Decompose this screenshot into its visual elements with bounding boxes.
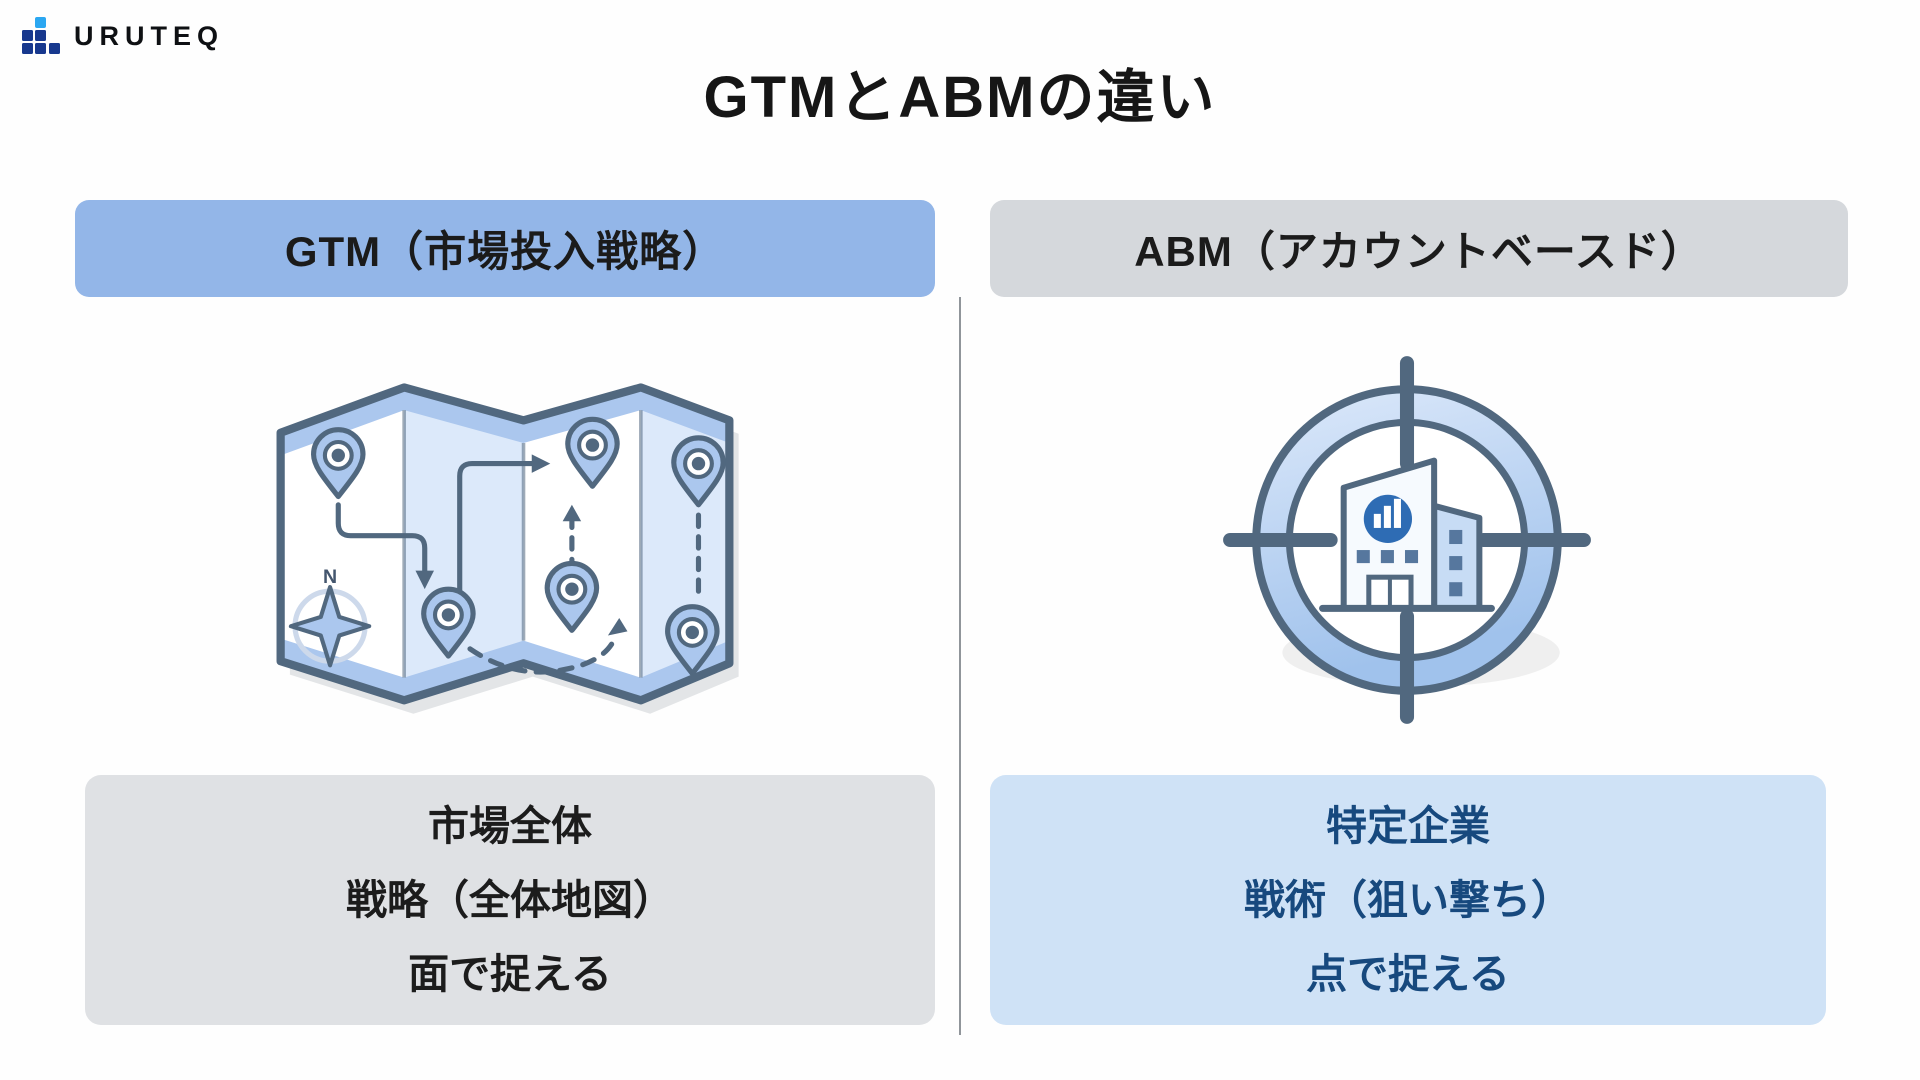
building-icon (1319, 457, 1495, 612)
abm-point-3: 点で捉える (1306, 950, 1510, 997)
bar-blocks-logo-icon (22, 17, 60, 54)
abm-points-box: 特定企業 戦術（狙い撃ち） 点で捉える (990, 775, 1826, 1025)
compass-icon: N (288, 566, 372, 668)
crosshair-building-icon (1223, 356, 1591, 724)
brand-name: URUTEQ (74, 20, 224, 51)
abm-point-2: 戦術（狙い撃ち） (1244, 876, 1572, 923)
map-with-pins-icon: N (276, 383, 739, 714)
abm-point-1: 特定企業 (1326, 802, 1490, 849)
gtm-point-3: 面で捉える (408, 950, 612, 997)
gtm-point-1: 市場全体 (428, 802, 592, 849)
folded-map-illustration: N (258, 352, 752, 744)
column-divider (959, 297, 961, 1035)
compass-north-label: N (323, 566, 337, 588)
gtm-points-box: 市場全体 戦略（全体地図） 面で捉える (85, 775, 935, 1025)
page-title: GTMとABMの違い (703, 65, 1217, 130)
brand-logo: URUTEQ (22, 16, 224, 56)
gtm-header: GTM（市場投入戦略） (75, 200, 935, 297)
target-illustration (1206, 338, 1608, 742)
gtm-point-2: 戦略（全体地図） (346, 876, 674, 923)
abm-header: ABM（アカウントベースド） (990, 200, 1848, 297)
